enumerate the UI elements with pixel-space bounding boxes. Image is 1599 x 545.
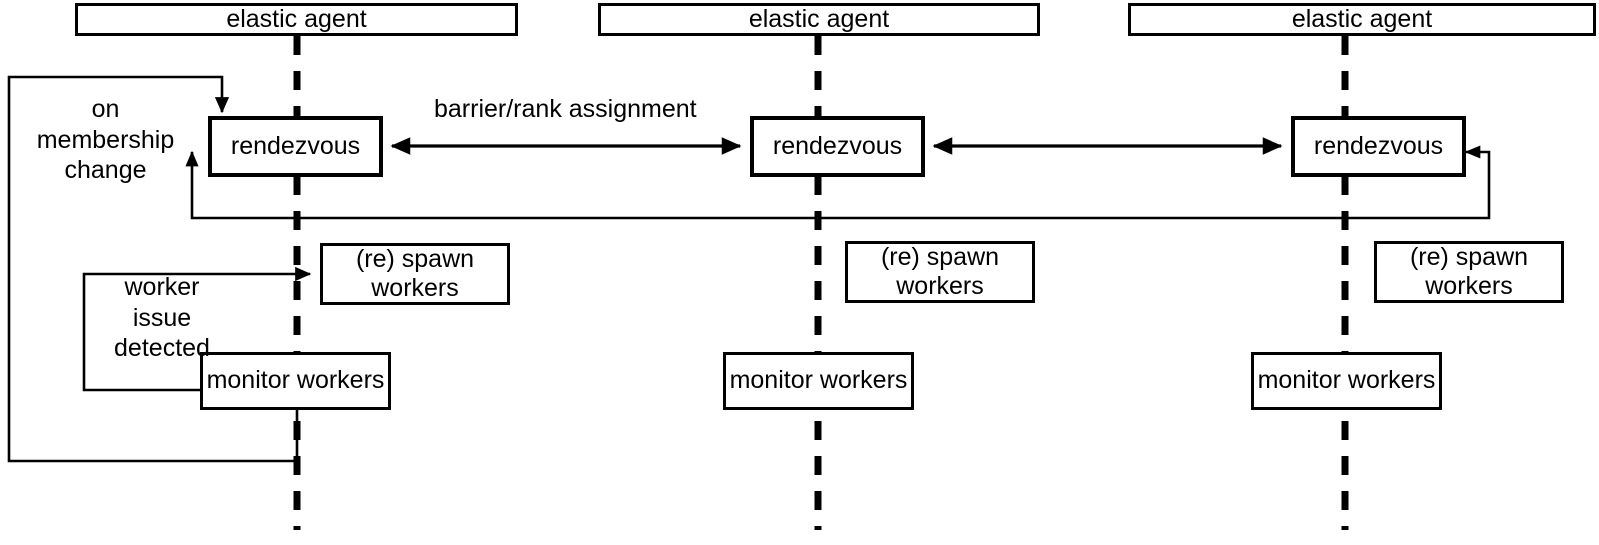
spawn-workers-label-3: (re) spawn workers bbox=[1409, 242, 1529, 301]
agent-box-1[interactable]: elastic agent bbox=[75, 3, 518, 36]
rendezvous-label-2: rendezvous bbox=[772, 131, 903, 160]
agent-box-2[interactable]: elastic agent bbox=[598, 3, 1040, 36]
spawn-workers-box-3[interactable]: (re) spawn workers bbox=[1374, 241, 1564, 303]
label-barrier-rank-assignment: barrier/rank assignment bbox=[434, 95, 697, 123]
connector-worker-issue bbox=[82, 266, 312, 392]
rendezvous-label-1: rendezvous bbox=[230, 131, 361, 160]
rendezvous-box-3[interactable]: rendezvous bbox=[1291, 116, 1466, 177]
monitor-workers-label-1: monitor workers bbox=[206, 366, 385, 395]
agent-label-3: elastic agent bbox=[1291, 4, 1433, 33]
monitor-workers-label-2: monitor workers bbox=[729, 366, 908, 395]
monitor-workers-box-3[interactable]: monitor workers bbox=[1251, 352, 1442, 410]
rendezvous-box-2[interactable]: rendezvous bbox=[750, 116, 925, 177]
spawn-workers-label-2: (re) spawn workers bbox=[880, 242, 1000, 301]
label-on-membership-change: on membership change bbox=[36, 95, 175, 184]
rendezvous-label-3: rendezvous bbox=[1313, 131, 1444, 160]
connector-membership-bus bbox=[185, 145, 1491, 220]
agent-label-2: elastic agent bbox=[748, 4, 890, 33]
connector-membership-outer-loop bbox=[7, 75, 299, 463]
spawn-workers-box-1[interactable]: (re) spawn workers bbox=[320, 243, 510, 305]
agent-label-1: elastic agent bbox=[226, 4, 367, 33]
agent-box-3[interactable]: elastic agent bbox=[1128, 3, 1596, 36]
spawn-workers-box-2[interactable]: (re) spawn workers bbox=[845, 241, 1035, 303]
label-worker-issue-detected: worker issue detected bbox=[114, 273, 210, 362]
rendezvous-box-1[interactable]: rendezvous bbox=[208, 116, 383, 177]
monitor-workers-box-1[interactable]: monitor workers bbox=[200, 352, 391, 410]
spawn-workers-label-1: (re) spawn workers bbox=[355, 244, 475, 303]
monitor-workers-box-2[interactable]: monitor workers bbox=[723, 352, 914, 410]
monitor-workers-label-3: monitor workers bbox=[1257, 366, 1436, 395]
